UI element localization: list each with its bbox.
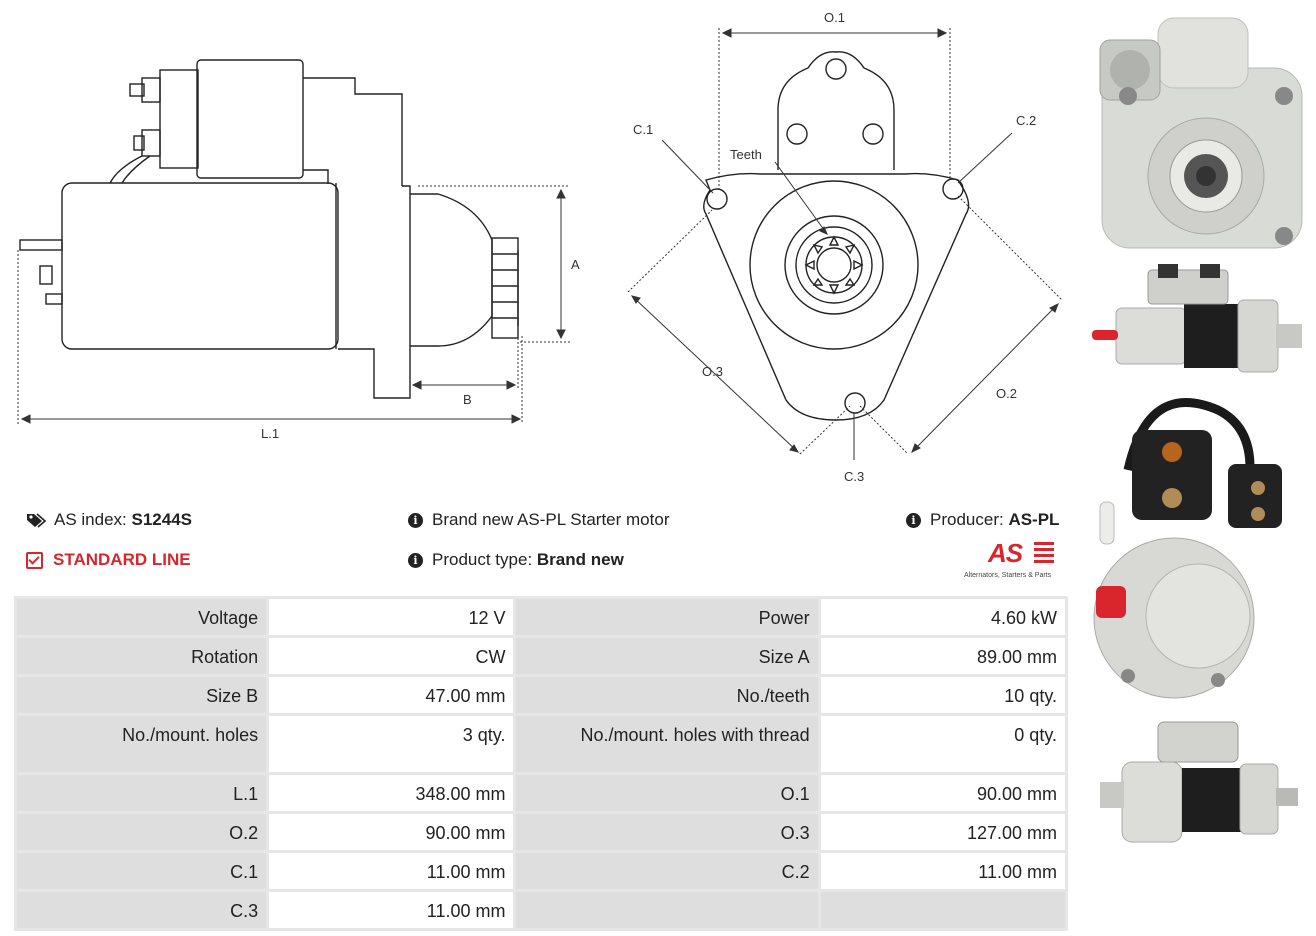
logo-mark: AS [988,538,1023,568]
spec-label [516,892,818,928]
spec-label: Power [516,599,818,635]
spec-value: 90.00 mm [269,814,514,850]
info-icon: i [408,552,423,568]
starter-front-view [703,51,970,421]
info-icon: i [906,512,921,528]
product-description: Brand new AS-PL Starter motor [432,510,670,529]
spec-value: 11.00 mm [269,892,514,928]
dim-label-o3: O.3 [702,364,723,379]
spec-label: Size B [17,677,267,713]
dim-label-teeth: Teeth [730,147,762,162]
table-row: Voltage 12 V Power 4.60 kW [17,599,1065,635]
spec-value: 127.00 mm [820,814,1065,850]
dim-label-c2: C.2 [1016,113,1036,128]
spec-value: 11.00 mm [820,853,1065,889]
producer-row: i Producer: AS-PL [906,510,1059,530]
spec-label: L.1 [17,775,267,811]
product-type-row: i Product type: Brand new [408,550,624,570]
spec-value: 47.00 mm [269,677,514,713]
producer-value: AS-PL [1008,510,1060,529]
as-pl-logo: AS Alternators, Starters & Parts [964,538,1068,584]
table-row: No./mount. holes 3 qty. No./mount. holes… [17,716,1065,772]
spec-value: 0 qty. [820,716,1065,772]
tags-icon [27,513,46,528]
spec-label: No./mount. holes with thread [516,716,818,772]
as-index-label: AS index: [54,510,127,529]
dim-label-b: B [463,392,472,407]
product-photo-side-2[interactable] [1088,712,1310,846]
spec-label: O.3 [516,814,818,850]
spec-value: 3 qty. [269,716,514,772]
product-photo-side-1[interactable] [1088,260,1310,376]
spec-label: No./teeth [516,677,818,713]
dim-label-o2: O.2 [996,386,1017,401]
spec-label: C.1 [17,853,267,889]
starter-side-view [19,59,519,399]
dim-label-c1: C.1 [633,122,653,137]
producer-label: Producer: [930,510,1004,529]
table-row: L.1 348.00 mm O.1 90.00 mm [17,775,1065,811]
product-photo-front[interactable] [1088,8,1310,258]
spec-label: C.3 [17,892,267,928]
spec-value: CW [269,638,514,674]
spec-label: Rotation [17,638,267,674]
dim-label-l1: L.1 [261,426,279,441]
check-square-icon [26,551,43,569]
spec-label: O.1 [516,775,818,811]
spec-label: No./mount. holes [17,716,267,772]
spec-value: 4.60 kW [820,599,1065,635]
standard-line-label: STANDARD LINE [53,550,191,569]
technical-drawing: A B L.1 O.1 C.1 C.2 Teeth O.3 O.2 C.3 [17,10,1063,484]
spec-value [820,892,1065,928]
dim-label-c3: C.3 [844,469,864,484]
table-row: C.3 11.00 mm [17,892,1065,928]
as-index: AS index: S1244S [26,510,192,530]
front-dimensions [627,28,1063,460]
spec-value: 348.00 mm [269,775,514,811]
specifications-table: Voltage 12 V Power 4.60 kW Rotation CW S… [14,596,1068,931]
product-type-label: Product type: [432,550,533,569]
logo-tagline: Alternators, Starters & Parts [964,572,1052,579]
spec-label: C.2 [516,853,818,889]
spec-value: 89.00 mm [820,638,1065,674]
spec-value: 10 qty. [820,677,1065,713]
table-row: Rotation CW Size A 89.00 mm [17,638,1065,674]
spec-label: Size A [516,638,818,674]
as-index-value: S1244S [131,510,193,529]
product-type-value: Brand new [536,550,624,569]
table-row: C.1 11.00 mm C.2 11.00 mm [17,853,1065,889]
side-dimensions [17,185,570,424]
product-line: STANDARD LINE [26,550,191,570]
description-row: i Brand new AS-PL Starter motor [408,510,669,530]
logo-bars [1034,542,1054,566]
dim-label-a: A [571,257,580,272]
spec-label: Voltage [17,599,267,635]
table-row: Size B 47.00 mm No./teeth 10 qty. [17,677,1065,713]
spec-label: O.2 [17,814,267,850]
dim-label-o1: O.1 [824,10,845,25]
info-icon: i [408,512,423,528]
spec-value: 12 V [269,599,514,635]
product-photo-rear[interactable] [1088,390,1310,706]
spec-value: 11.00 mm [269,853,514,889]
spec-value: 90.00 mm [820,775,1065,811]
table-row: O.2 90.00 mm O.3 127.00 mm [17,814,1065,850]
